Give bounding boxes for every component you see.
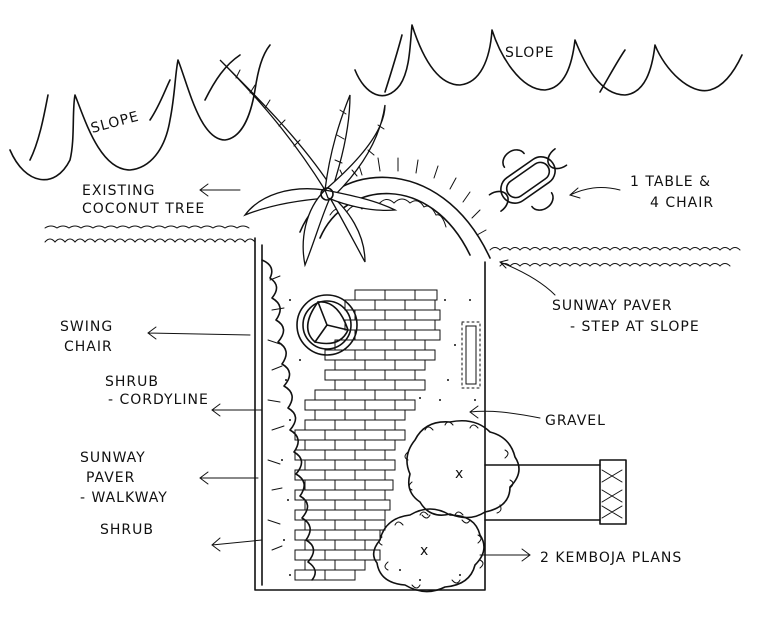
label-existing-coconut-line2: COCONUT TREE xyxy=(82,201,205,217)
slope-right-scallops xyxy=(354,24,743,97)
label-slope-right: SLOPE xyxy=(505,45,555,61)
leader-arrows xyxy=(147,183,621,562)
tree-mark-gravel: x xyxy=(455,466,464,482)
planter-box xyxy=(461,321,481,389)
table-and-chairs xyxy=(488,148,568,212)
label-walkway-line1: SUNWAY xyxy=(80,450,146,466)
label-swing-line1: SWING xyxy=(60,319,113,335)
tree-mark-kemboja: x xyxy=(420,543,429,559)
gravel-stipple xyxy=(281,299,476,581)
slope-left-scallops xyxy=(9,44,271,181)
label-swing-line2: CHAIR xyxy=(64,339,113,355)
label-kemboja: 2 KEMBOJA PLANS xyxy=(540,550,682,566)
gravel-bed-trees: x x xyxy=(372,419,520,593)
label-table-line1: 1 TABLE & xyxy=(630,174,711,190)
label-gravel: GRAVEL xyxy=(545,413,606,429)
paver-walkway xyxy=(294,289,441,581)
label-shrub-cordyline-line2: - CORDYLINE xyxy=(108,392,209,408)
swing-chair xyxy=(296,294,358,356)
label-walkway-line2: PAVER xyxy=(86,470,135,486)
side-planter-right xyxy=(484,459,627,525)
coconut-tree xyxy=(219,59,398,268)
site-boundary-hedge xyxy=(44,225,741,267)
label-shrub-cordyline-line1: SHRUB xyxy=(105,374,159,390)
label-shrub: SHRUB xyxy=(100,522,154,538)
label-sunway-step-line1: SUNWAY PAVER xyxy=(552,298,673,314)
label-walkway-line3: - WALKWAY xyxy=(80,490,168,506)
label-table-line2: 4 CHAIR xyxy=(650,195,714,211)
annotation-labels: SLOPE SLOPE EXISTING COCONUT TREE 1 TABL… xyxy=(60,45,714,566)
label-sunway-step-line2: - STEP AT SLOPE xyxy=(570,319,700,335)
label-existing-coconut-line1: EXISTING xyxy=(82,183,155,199)
label-slope-left: SLOPE xyxy=(89,109,141,137)
shrub-border-left xyxy=(261,259,316,581)
